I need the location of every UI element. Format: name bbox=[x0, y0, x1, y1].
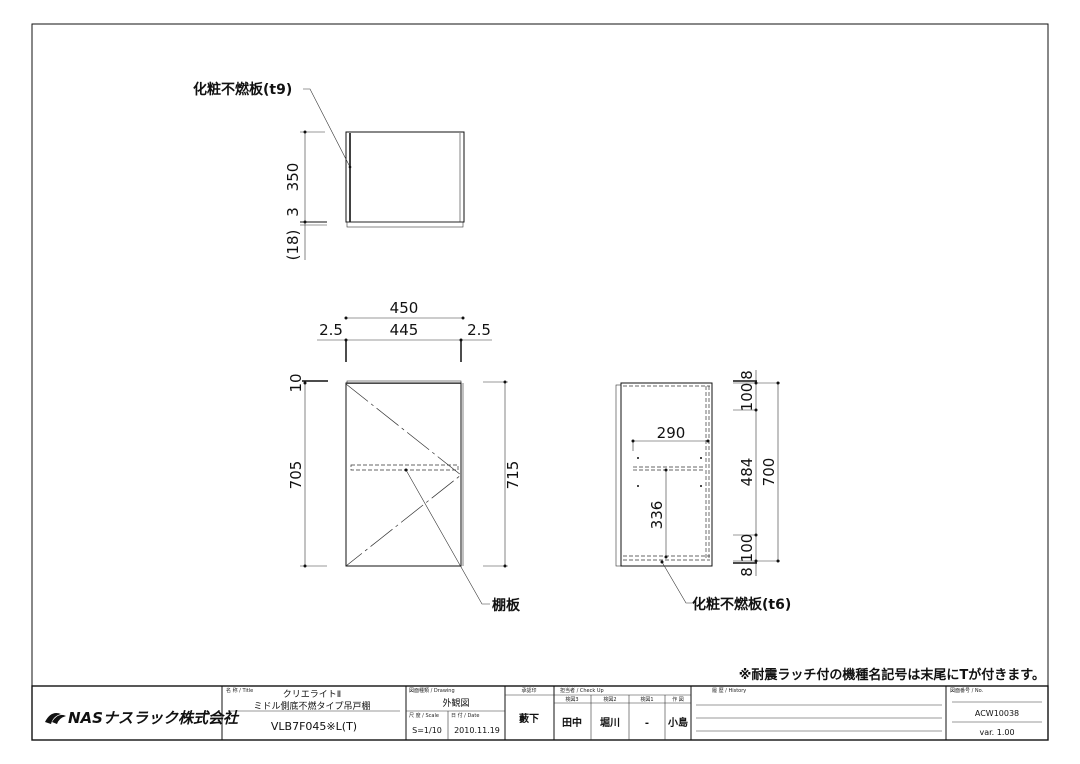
leader-line bbox=[661, 561, 692, 604]
dim-484: 484 bbox=[738, 458, 756, 487]
dim-336: 336 bbox=[648, 501, 666, 530]
dim-height-715: 715 bbox=[504, 461, 522, 490]
dim-bottom-100: 100 bbox=[738, 534, 756, 563]
leader-line bbox=[405, 469, 490, 605]
dim-shelf-290: 290 bbox=[657, 424, 686, 442]
dim-18: (18) bbox=[284, 230, 302, 261]
checker-name: 田中 bbox=[562, 716, 582, 729]
check-col-label: 作 図 bbox=[672, 696, 684, 703]
dim-depth-350: 350 bbox=[284, 163, 302, 192]
top-view-outline bbox=[345, 131, 465, 223]
dim-3: 3 bbox=[284, 207, 302, 217]
drafter-name: 小島 bbox=[667, 716, 688, 729]
history-label: 履 歴 / History bbox=[712, 688, 746, 694]
dim-left-2-5: 2.5 bbox=[319, 321, 343, 339]
dim-height-700: 700 bbox=[760, 458, 778, 487]
title-label: 名 称 / Title bbox=[226, 687, 253, 694]
number-label: 図面番号 / No. bbox=[950, 687, 984, 694]
date-label: 日 付 / Date bbox=[451, 712, 479, 719]
front-view-outline bbox=[345, 382, 462, 567]
seismic-latch-note: ※耐震ラッチ付の機種名記号は末尾にTが付きます。 bbox=[739, 667, 1045, 683]
version: var. 1.00 bbox=[979, 728, 1014, 737]
check-col-label: 検図3 bbox=[565, 696, 578, 703]
scale-value: S=1/10 bbox=[412, 726, 442, 735]
product-series: クリエライトⅡ bbox=[283, 689, 341, 700]
drawing-type: 外観図 bbox=[442, 697, 469, 709]
door-swing-lines bbox=[345, 383, 462, 567]
dim-top-8: 8 bbox=[738, 370, 756, 380]
drawing-label: 図面種類 / Drawing bbox=[409, 687, 455, 694]
side-view-outline bbox=[620, 382, 713, 567]
scale-label: 尺 度 / Scale bbox=[409, 712, 439, 719]
dim-10: 10 bbox=[287, 373, 305, 392]
check-col-label: 検図1 bbox=[640, 696, 653, 703]
dim-top-100: 100 bbox=[738, 383, 756, 412]
top-view: 350 3 (18) 化粧不燃板(t9) bbox=[193, 81, 465, 261]
drawing-number: ACW10038 bbox=[975, 709, 1019, 718]
model-number: VLB7F045※L(T) bbox=[271, 720, 357, 733]
company-name: NASナスラック株式会社 bbox=[68, 709, 240, 727]
checkup-label: 担当者 / Check Up bbox=[560, 687, 604, 694]
product-name: ミドル側底不燃タイプ吊戸棚 bbox=[253, 700, 370, 712]
leader-line bbox=[303, 88, 351, 168]
dim-width-450: 450 bbox=[390, 299, 419, 317]
checker-name: - bbox=[645, 718, 649, 729]
approver: 藪下 bbox=[519, 712, 539, 725]
check-col-label: 検図2 bbox=[603, 696, 616, 703]
dim-right-2-5: 2.5 bbox=[467, 321, 491, 339]
label-shelf: 棚板 bbox=[492, 597, 521, 614]
company-logo: NASナスラック株式会社 bbox=[45, 709, 240, 727]
shelf-hidden bbox=[350, 464, 459, 471]
dim-height-705: 705 bbox=[287, 461, 305, 490]
label-panel-t9: 化粧不燃板(t9) bbox=[193, 81, 292, 98]
checker-name: 堀川 bbox=[600, 716, 620, 729]
date-value: 2010.11.19 bbox=[454, 726, 500, 735]
title-block: NASナスラック株式会社 名 称 / Title クリエライトⅡ ミドル側底不燃… bbox=[31, 685, 1049, 741]
side-view: 290 336 8 100 484 100 8 700 化粧不燃板(t6) bbox=[615, 370, 791, 613]
front-view: 450 445 2.5 2.5 10 705 715 棚板 bbox=[287, 299, 522, 614]
label-panel-t6: 化粧不燃板(t6) bbox=[692, 596, 791, 613]
dim-bottom-8: 8 bbox=[738, 567, 756, 577]
dim-width-445: 445 bbox=[390, 321, 419, 339]
approval-label: 承認印 bbox=[521, 687, 536, 694]
drawing-frame bbox=[31, 23, 1049, 741]
